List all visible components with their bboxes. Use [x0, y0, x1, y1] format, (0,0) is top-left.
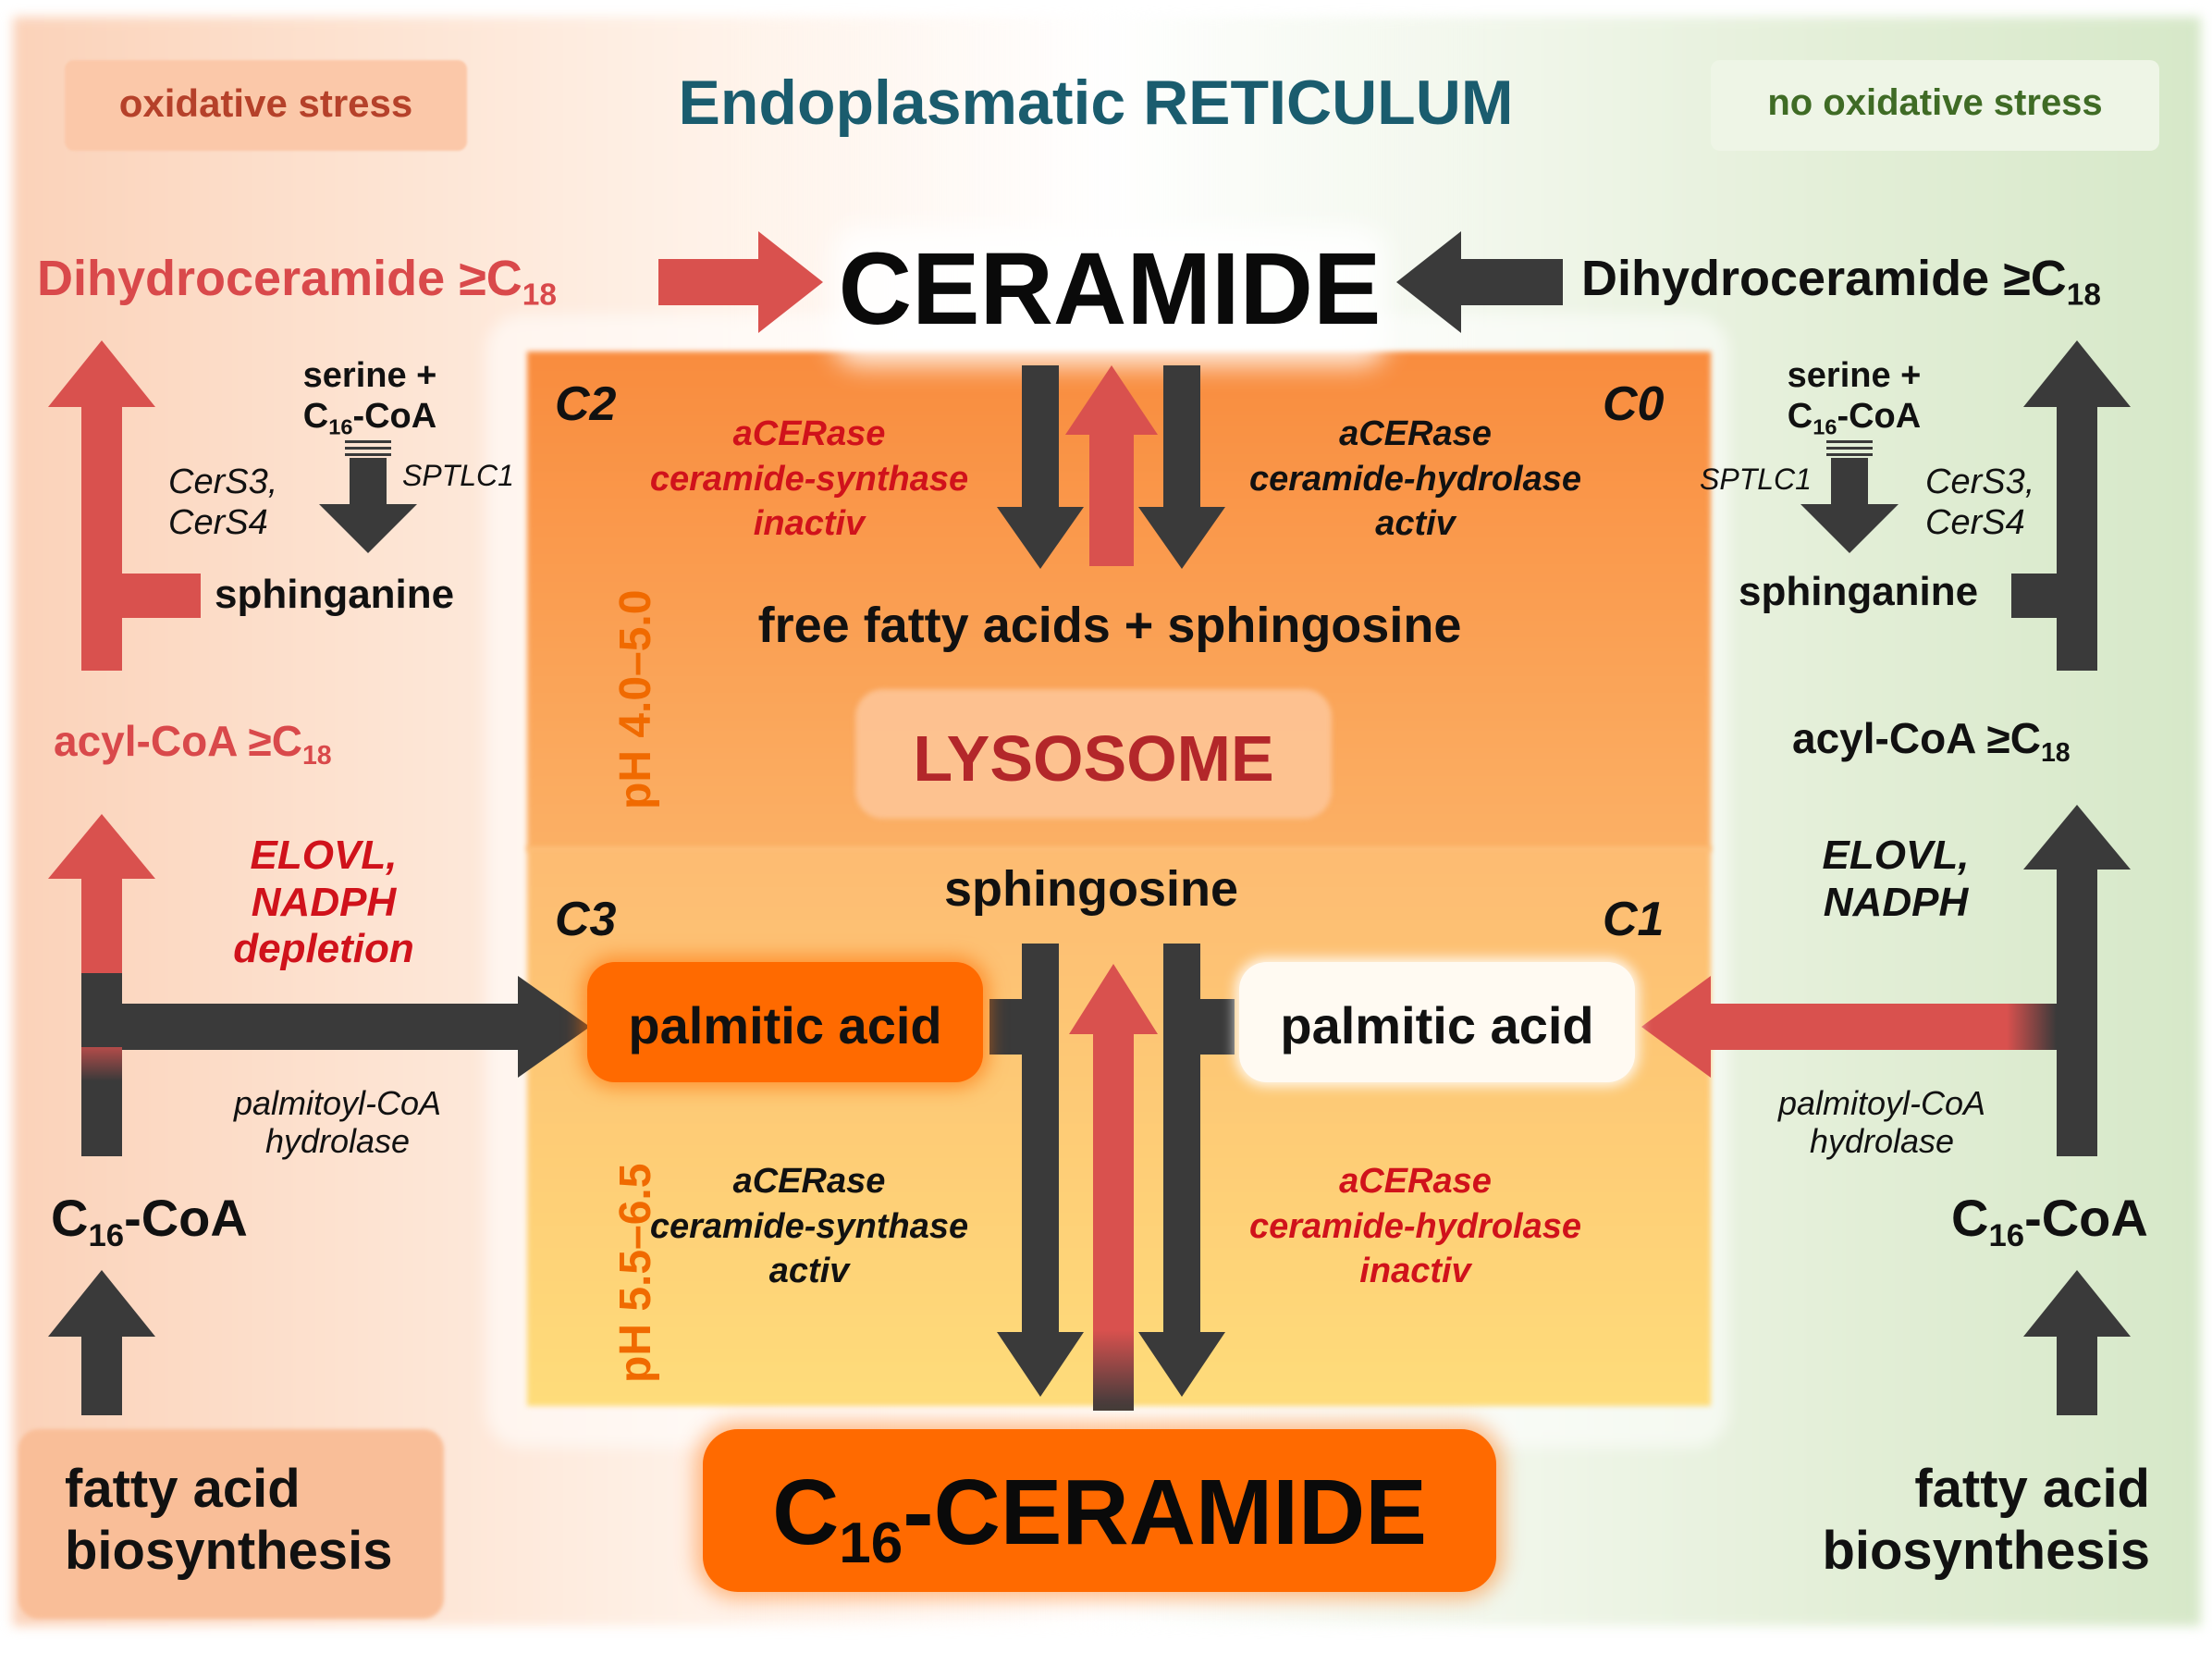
right-sptlc1-label: SPTLC1	[1700, 463, 1812, 496]
left-serine-to-sphinganine-arrow	[319, 458, 417, 553]
right-cers-label: CerS3, CerS4	[1925, 463, 2035, 542]
lyso-palmitic-left-label: palmitic acid	[628, 996, 942, 1055]
ceramide-glow	[832, 227, 1387, 365]
lyso-palmitic-left-box	[587, 962, 983, 1082]
lyso-bottom-left-tbar	[989, 999, 1022, 1055]
lyso-ph-top-label: pH 4.0–5.0	[611, 589, 660, 809]
right-sphinganine-label: sphinganine	[1739, 569, 1979, 614]
lyso-bottom-right-down-arrow	[1138, 944, 1225, 1397]
left-sphinganine-tbar	[122, 574, 201, 618]
right-serine-label: serine + C16-CoA	[1787, 356, 1922, 439]
left-sphinganine-label: sphinganine	[215, 572, 455, 617]
right-sphinganine-tbar	[2011, 574, 2057, 618]
left-c16-to-palmitic-arrow	[122, 976, 590, 1078]
left-c16-palmitic-tbar	[81, 973, 122, 1047]
right-serine-equal-1	[1826, 440, 1873, 443]
left-dihydroceramide-label: Dihydroceramide ≥C18	[37, 251, 558, 313]
lyso-bottom-right-tbar	[1200, 999, 1235, 1055]
lyso-palmitic-right-label: palmitic acid	[1280, 996, 1594, 1055]
right-serine-equal-3	[1826, 453, 1873, 456]
left-cers-label: CerS3, CerS4	[168, 463, 278, 542]
ceramide-label: CERAMIDE	[838, 232, 1382, 346]
lyso-free-fatty-label: free fatty acids + sphingosine	[757, 598, 1462, 653]
left-acyl-to-dihydro-arrow	[48, 340, 155, 671]
left-fab-label: fatty acid biosynthesis	[65, 1459, 393, 1581]
lysosome-label-box	[855, 689, 1332, 819]
left-serine-label: serine + C16-CoA	[302, 356, 437, 439]
right-serine-equal-2	[1826, 447, 1873, 450]
c16-ceramide-box	[703, 1429, 1496, 1592]
left-palmitoyl-label: palmitoyl-CoA hydrolase	[233, 1084, 442, 1161]
oxidative-stress-label: oxidative stress	[118, 81, 413, 125]
right-palmitoyl-label: palmitoyl-CoA hydrolase	[1777, 1084, 1986, 1161]
lyso-top-left-down-arrow	[997, 365, 1084, 569]
right-fab-up-arrow	[2023, 1270, 2131, 1415]
left-elovl-label: ELOVL, NADPH depletion	[233, 833, 414, 972]
lyso-acerase-top-left: aCERase ceramide-synthase inactiv	[649, 414, 969, 544]
lyso-top-right-down-arrow	[1138, 365, 1225, 569]
lyso-c3-label: C3	[555, 893, 617, 946]
left-acyl-coa-label: acyl-CoA ≥C18	[54, 717, 332, 771]
lyso-bottom-center-up-arrow	[1069, 964, 1158, 1411]
left-fab-box	[18, 1429, 444, 1619]
right-c16-palmitic-tbar	[2057, 973, 2097, 1047]
lysosome-label: LYSOSOME	[913, 722, 1274, 795]
left-sptlc1-label: SPTLC1	[402, 459, 514, 492]
er-title: Endoplasmatic RETICULUM	[678, 68, 1514, 138]
left-fab-up-arrow	[48, 1270, 155, 1415]
left-c16-coa-label: C16-CoA	[51, 1189, 248, 1254]
no-oxidative-stress-label: no oxidative stress	[1767, 82, 2103, 123]
lyso-c2-label: C2	[555, 377, 617, 431]
lyso-c0-label: C0	[1603, 377, 1665, 431]
right-elovl-label: ELOVL, NADPH	[1822, 833, 1970, 925]
right-dihydro-to-ceramide-arrow	[1396, 231, 1563, 333]
lyso-top-center-up-arrow	[1065, 365, 1158, 566]
no-oxidative-stress-badge	[1711, 60, 2159, 151]
right-acyl-coa-label: acyl-CoA ≥C18	[1792, 714, 2071, 769]
right-dihydroceramide-label: Dihydroceramide ≥C18	[1581, 251, 2102, 313]
lyso-acerase-bottom-left: aCERase ceramide-synthase activ	[649, 1162, 969, 1291]
lyso-palmitic-right-box	[1239, 962, 1635, 1082]
right-serine-to-sphinganine-arrow	[1800, 458, 1899, 553]
left-serine-equal-3	[345, 453, 391, 456]
lyso-sphingosine-label: sphingosine	[943, 861, 1238, 917]
left-serine-equal-2	[345, 447, 391, 450]
lyso-acerase-top-right: aCERase ceramide-hydrolase activ	[1248, 414, 1582, 544]
left-serine-equal-1	[345, 440, 391, 443]
left-dihydro-to-ceramide-arrow	[658, 231, 823, 333]
lyso-acerase-bottom-right: aCERase ceramide-hydrolase inactiv	[1248, 1162, 1582, 1291]
oxidative-stress-badge	[65, 60, 467, 151]
right-c16-coa-label: C16-CoA	[1951, 1189, 2148, 1254]
lyso-c1-label: C1	[1603, 893, 1665, 946]
right-c16-to-palmitic-arrow	[1641, 976, 2057, 1078]
c16-ceramide-label: C16-CERAMIDE	[772, 1461, 1427, 1575]
right-fab-label: fatty acid biosynthesis	[1822, 1459, 2150, 1581]
lyso-bottom-left-down-arrow	[997, 944, 1084, 1397]
right-acyl-to-dihydro-arrow	[2023, 340, 2131, 671]
